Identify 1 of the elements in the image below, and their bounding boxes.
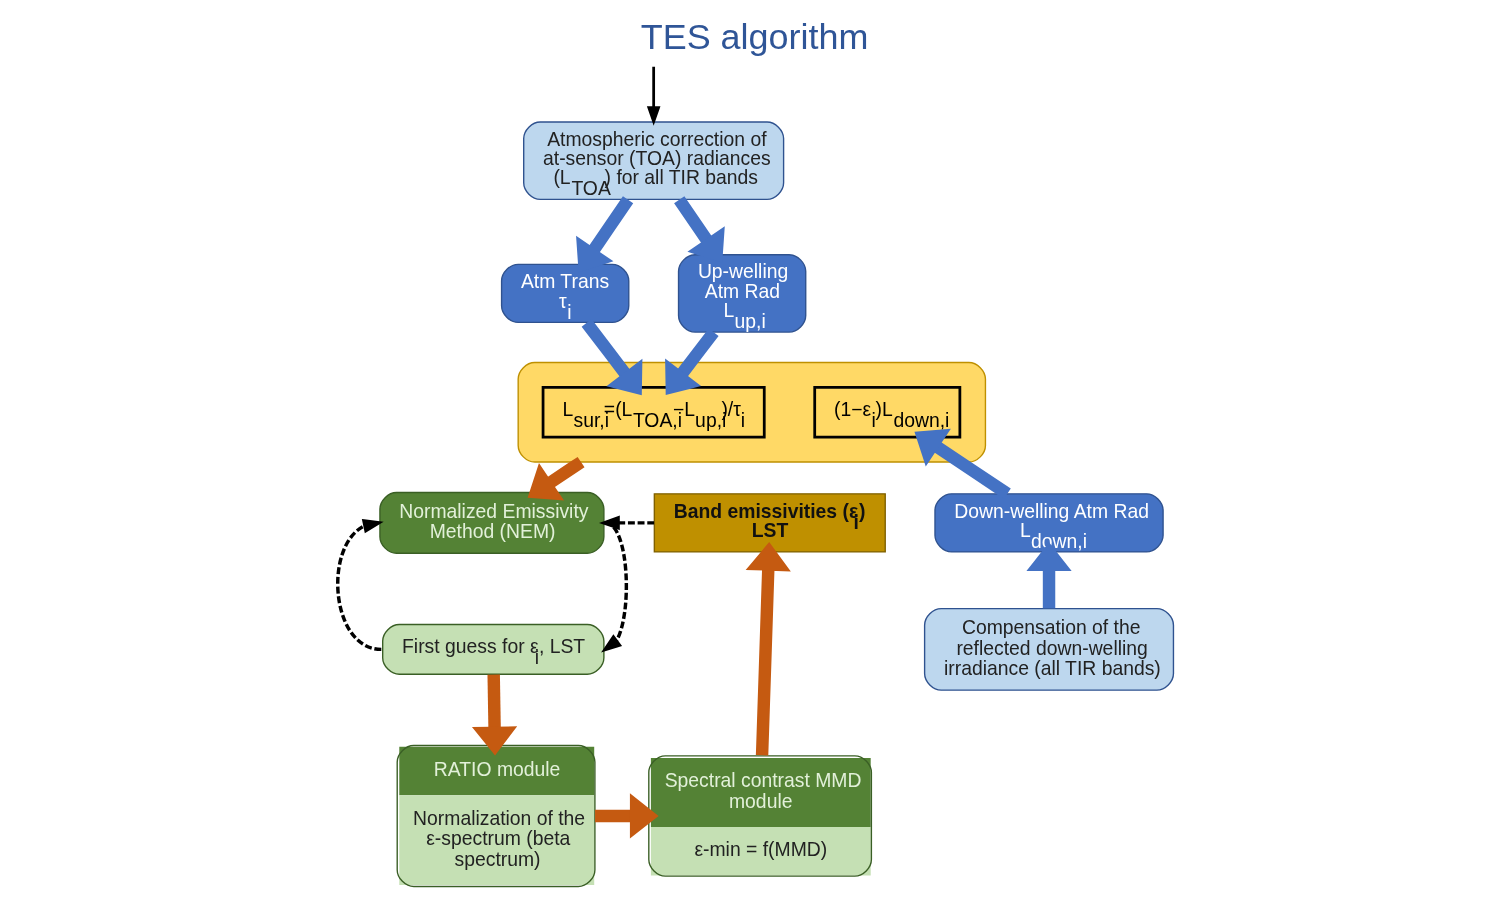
diagram-title: TES algorithm — [640, 15, 869, 57]
